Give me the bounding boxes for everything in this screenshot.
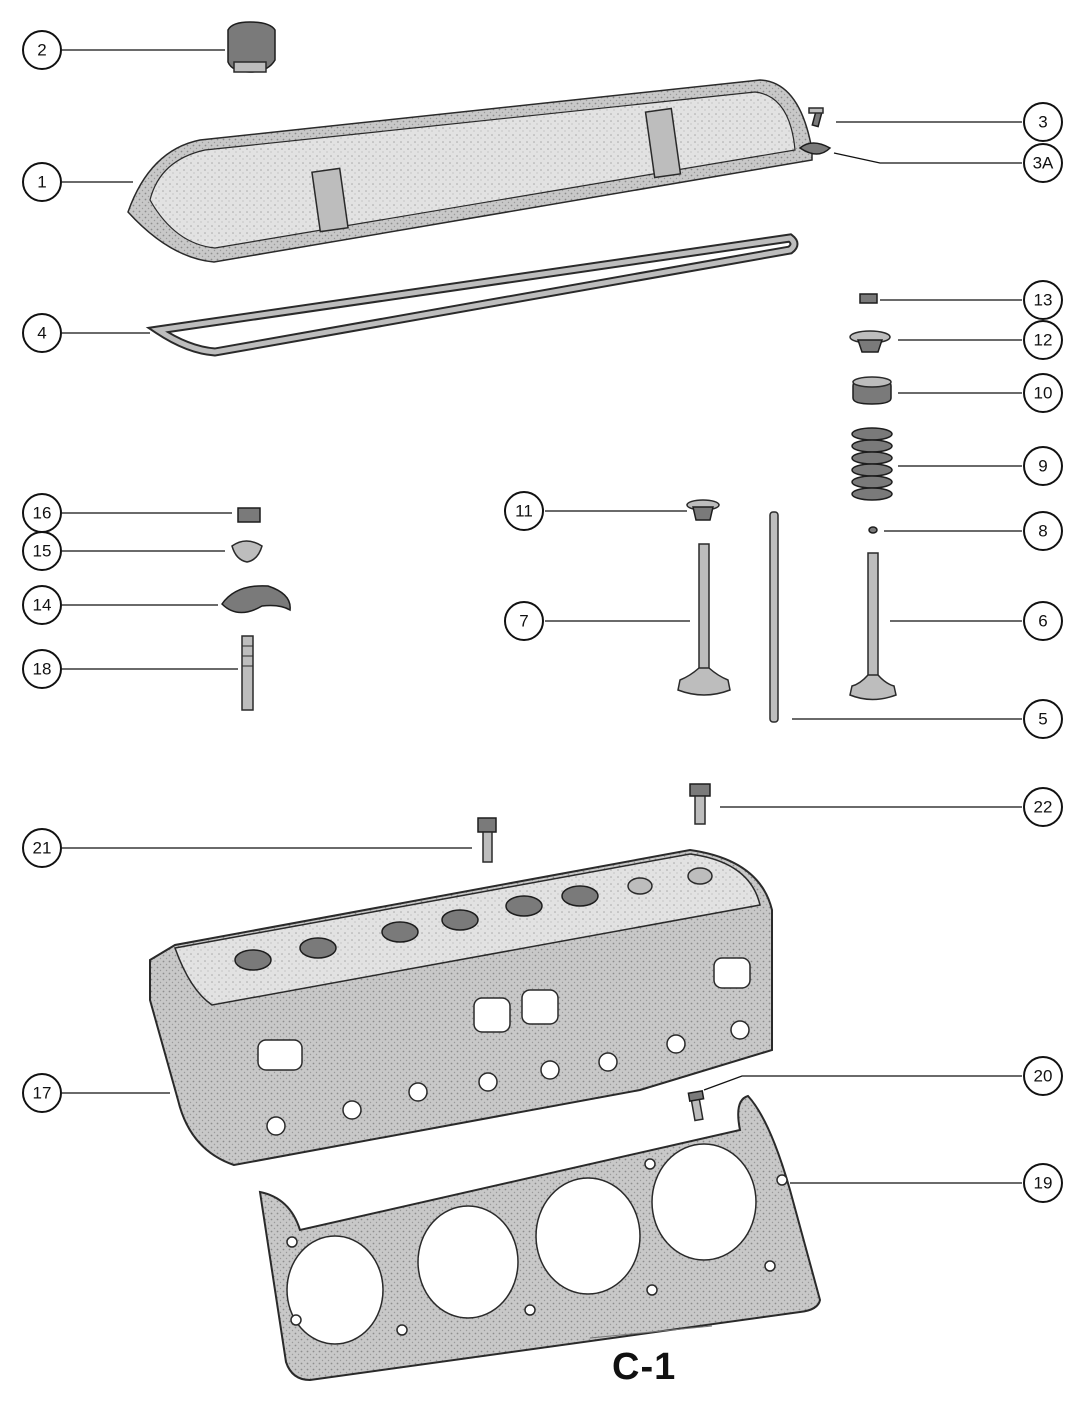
svg-text:20: 20	[1034, 1067, 1053, 1086]
callout-15: 15	[22, 531, 62, 571]
spring-towers	[234, 867, 713, 971]
callout-12: 12	[1023, 320, 1063, 360]
intake-valve	[677, 543, 731, 696]
svg-text:10: 10	[1034, 384, 1053, 403]
rocker-ball	[231, 540, 263, 563]
bolt-22	[689, 783, 711, 825]
callout-17: 17	[22, 1073, 62, 1113]
cover-screw	[808, 107, 824, 128]
svg-text:6: 6	[1038, 612, 1047, 631]
callout-21: 21	[22, 828, 62, 868]
callout-2: 2	[22, 30, 62, 70]
svg-text:9: 9	[1038, 457, 1047, 476]
bolt-21	[477, 817, 497, 863]
gasket-holes	[286, 1158, 788, 1336]
svg-text:4: 4	[37, 324, 46, 343]
svg-text:18: 18	[33, 660, 52, 679]
svg-text:7: 7	[519, 612, 528, 631]
callout-4: 4	[22, 313, 62, 353]
rocker-cover	[127, 79, 813, 263]
valve-spring	[851, 427, 893, 501]
svg-text:3: 3	[1038, 113, 1047, 132]
rocker-nut	[237, 507, 261, 523]
svg-text:22: 22	[1034, 798, 1053, 817]
oil-seal-shield	[852, 376, 892, 405]
bolt-20	[687, 1089, 705, 1122]
rocker-arm	[221, 585, 291, 614]
svg-text:21: 21	[33, 839, 52, 858]
svg-text:15: 15	[33, 542, 52, 561]
callout-16: 16	[22, 493, 62, 533]
cover-gasket	[145, 233, 799, 357]
leader-lines	[62, 49, 1022, 1184]
svg-text:13: 13	[1034, 291, 1053, 310]
svg-text:19: 19	[1034, 1174, 1053, 1193]
callout-13: 13	[1023, 280, 1063, 320]
svg-text:16: 16	[33, 504, 52, 523]
callout-1: 1	[22, 162, 62, 202]
oil-filler-cap	[227, 21, 276, 73]
manifold-ports	[257, 957, 751, 1071]
head-bolt-holes	[266, 1020, 750, 1136]
exhaust-valve	[849, 552, 897, 701]
svg-text:12: 12	[1034, 331, 1053, 350]
spring-cap	[849, 330, 891, 353]
callout-18: 18	[22, 649, 62, 689]
callout-22: 22	[1023, 787, 1063, 827]
callout-10: 10	[1023, 373, 1063, 413]
svg-text:8: 8	[1038, 522, 1047, 541]
svg-text:1: 1	[37, 173, 46, 192]
svg-text:17: 17	[33, 1084, 52, 1103]
callout-19: 19	[1023, 1163, 1063, 1203]
svg-text:14: 14	[33, 596, 52, 615]
callout-5: 5	[1023, 699, 1063, 739]
callout-9: 9	[1023, 446, 1063, 486]
label-underline	[589, 1325, 713, 1339]
svg-text:11: 11	[515, 502, 533, 521]
callout-3: 3	[1023, 102, 1063, 142]
svg-text:3A: 3A	[1033, 154, 1054, 173]
cover-clip	[798, 142, 832, 155]
rotator-cap	[686, 499, 720, 521]
callout-3a: 3A	[1023, 143, 1063, 183]
callout-20: 20	[1023, 1056, 1063, 1096]
callout-8: 8	[1023, 511, 1063, 551]
svg-text:2: 2	[37, 41, 46, 60]
cylinder-bores	[286, 1143, 757, 1345]
rocker-stud	[241, 635, 254, 711]
svg-text:5: 5	[1038, 710, 1047, 729]
push-rod	[769, 511, 779, 723]
cylinder-head	[149, 848, 773, 1167]
o-ring-seal	[868, 526, 878, 534]
callout-7: 7	[504, 601, 544, 641]
callout-11: 11	[504, 491, 544, 531]
callout-14: 14	[22, 585, 62, 625]
valve-keeper	[859, 293, 878, 304]
page-label: C-1	[612, 1346, 677, 1388]
callout-6: 6	[1023, 601, 1063, 641]
head-gasket	[258, 1094, 822, 1382]
